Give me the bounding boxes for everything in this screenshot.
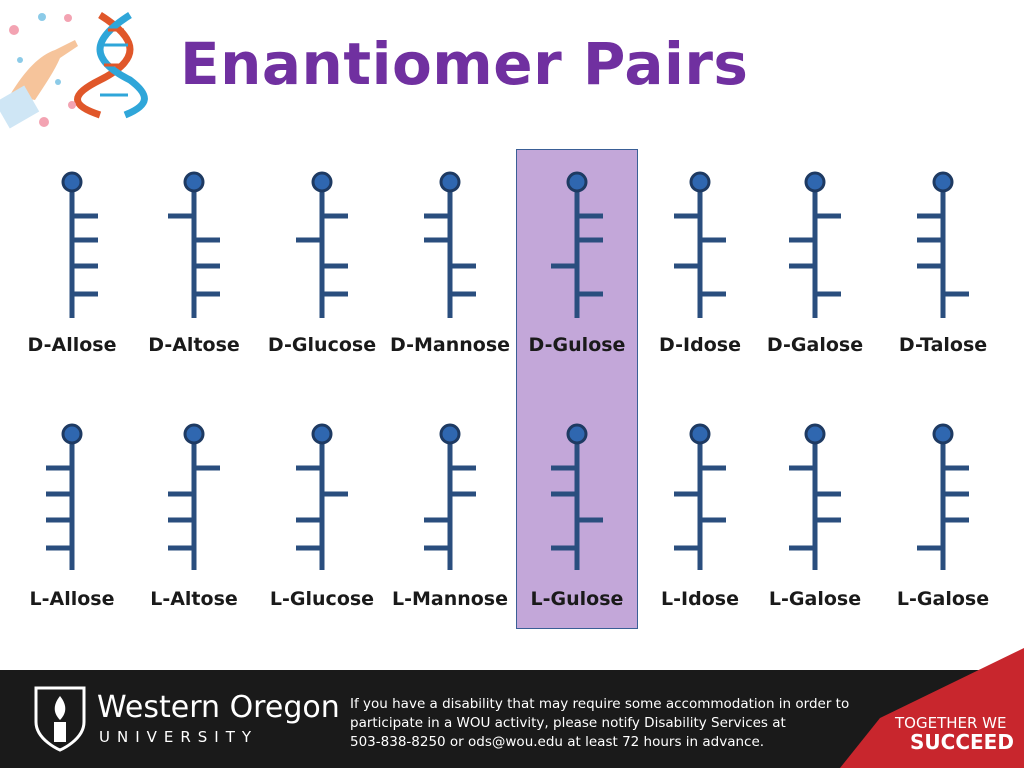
sugar-diagram-d-gulose xyxy=(551,171,603,318)
sugar-label: L-Galose xyxy=(768,588,862,610)
sugar-diagram-l-gulose xyxy=(551,423,603,570)
sugar-diagram-l-allose xyxy=(46,423,83,570)
slogan-together: TOGETHER WE xyxy=(895,714,1007,732)
wou-torch-logo-icon xyxy=(34,686,86,752)
sugar-label: D-Altose xyxy=(148,334,240,356)
disability-notice: If you have a disability that may requir… xyxy=(350,695,850,752)
sugar-label: L-Gulose xyxy=(530,588,624,610)
sugar-diagram-l-idose xyxy=(674,423,726,570)
slogan-succeed: SUCCEED xyxy=(910,730,1014,754)
sugar-label: L-Idose xyxy=(661,588,739,610)
notice-line: 503-838-8250 or ods@wou.edu at least 72 … xyxy=(350,734,765,750)
university-name: Western Oregon xyxy=(97,690,340,725)
red-slogan-tab xyxy=(840,648,1024,768)
sugar-label: L-Glucose xyxy=(269,588,375,610)
sugar-label: D-Galose xyxy=(766,334,864,356)
dna-icon xyxy=(74,12,148,119)
aldehyde-head xyxy=(311,423,333,445)
sugar-label: L-Altose xyxy=(150,588,238,610)
sugar-diagram-d-mannose xyxy=(424,171,476,318)
sugar-label: L-Galose xyxy=(896,588,990,610)
sugar-diagram-l-altose xyxy=(168,423,220,570)
sugar-diagram-l-galose xyxy=(789,423,841,570)
notice-line: If you have a disability that may requir… xyxy=(350,696,850,712)
university-sub: UNIVERSITY xyxy=(99,728,259,746)
sugar-label: D-Talose xyxy=(898,334,988,356)
sugar-label: L-Allose xyxy=(29,588,115,610)
notice-line: participate in a WOU activity, please no… xyxy=(350,715,786,731)
aldehyde-head xyxy=(932,423,954,445)
aldehyde-head xyxy=(61,171,83,193)
fischer-projection-grid xyxy=(46,171,969,570)
aldehyde-head xyxy=(566,171,588,193)
sugar-diagram-l-glucose xyxy=(296,423,348,570)
sugar-diagram-d-allose xyxy=(61,171,98,318)
sugar-diagram-l-galose xyxy=(917,423,969,570)
aldehyde-head xyxy=(689,423,711,445)
aldehyde-head xyxy=(566,423,588,445)
sugar-diagram-d-glucose xyxy=(296,171,348,318)
footer-bar: Western Oregon UNIVERSITY If you have a … xyxy=(0,648,1024,768)
aldehyde-head xyxy=(932,171,954,193)
sugar-diagram-l-mannose xyxy=(424,423,476,570)
aldehyde-head xyxy=(804,171,826,193)
dots-decoration xyxy=(9,13,76,127)
sugar-label: D-Mannose xyxy=(389,334,511,356)
sugar-label: D-Glucose xyxy=(267,334,377,356)
sugar-diagram-d-galose xyxy=(789,171,841,318)
hand-icon xyxy=(0,40,78,129)
sugar-label: D-Gulose xyxy=(528,334,626,356)
aldehyde-head xyxy=(689,171,711,193)
aldehyde-head xyxy=(439,423,461,445)
sugar-label: D-Allose xyxy=(27,334,117,356)
aldehyde-head xyxy=(183,171,205,193)
dna-hand-illustration xyxy=(0,12,148,129)
sugar-label: D-Idose xyxy=(659,334,741,356)
aldehyde-head xyxy=(439,171,461,193)
sugar-diagram-d-altose xyxy=(168,171,220,318)
page-title: Enantiomer Pairs xyxy=(180,30,749,98)
aldehyde-head xyxy=(311,171,333,193)
sugar-diagram-d-idose xyxy=(674,171,726,318)
sugar-label: L-Mannose xyxy=(391,588,509,610)
sugar-diagram-d-talose xyxy=(917,171,969,318)
aldehyde-head xyxy=(183,423,205,445)
aldehyde-head xyxy=(804,423,826,445)
aldehyde-head xyxy=(61,423,83,445)
